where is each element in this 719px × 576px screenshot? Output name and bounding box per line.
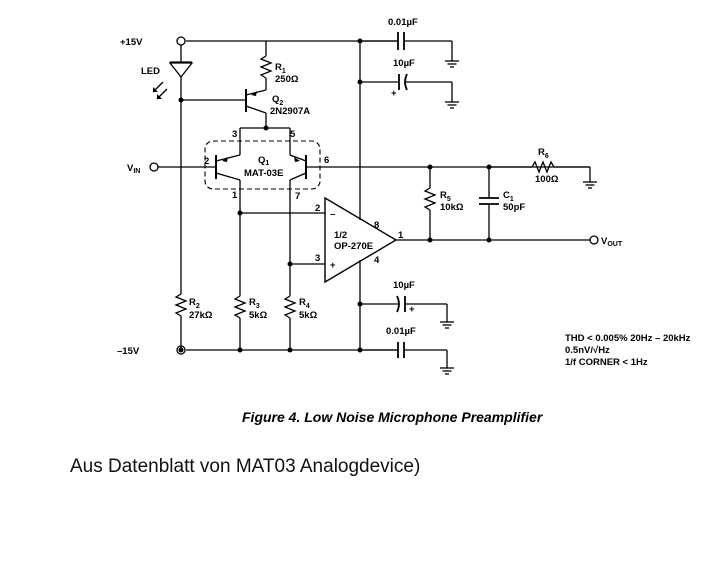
- svg-text:R4: R4: [299, 297, 310, 310]
- ground-icon: [445, 101, 459, 109]
- spec-noise: 0.5nV/√Hz: [565, 345, 610, 356]
- svg-text:3: 3: [232, 129, 237, 140]
- svg-text:+: +: [330, 260, 336, 271]
- svg-text:5: 5: [290, 129, 296, 140]
- op-amp-label-2: OP-270E: [334, 241, 373, 252]
- svg-text:R5: R5: [440, 190, 451, 203]
- resistor-r4: R4 5kΩ: [283, 295, 318, 353]
- cap-bot-ceramic-value: 0.01µF: [386, 326, 416, 337]
- r2-value: 27kΩ: [189, 310, 213, 321]
- resistor-r6: R6 100Ω: [489, 147, 591, 185]
- op-amp-label-1: 1/2: [334, 230, 347, 241]
- svg-text:–: –: [330, 209, 335, 220]
- svg-text:+: +: [409, 304, 415, 315]
- svg-text:2: 2: [315, 203, 320, 214]
- resistor-r1: R1 250Ω: [259, 41, 299, 90]
- op-amp: – + 1/2 OP-270E 2 3 8 4 1: [315, 196, 404, 284]
- capacitor-top-electrolytic: + 10µF: [360, 58, 453, 102]
- transistor-q1: Q1 MAT-03E 3 5 2 6 1 7: [204, 129, 329, 202]
- r5-value: 10kΩ: [440, 202, 464, 213]
- svg-text:Q2: Q2: [272, 94, 283, 107]
- q1-part: MAT-03E: [244, 168, 283, 179]
- svg-text:Q1: Q1: [258, 155, 269, 167]
- input-terminal: VIN: [127, 162, 216, 175]
- svg-text:R6: R6: [538, 147, 549, 160]
- svg-text:6: 6: [324, 155, 329, 166]
- schematic-diagram: +15V –15V LED R1 250Ω Q2 2N: [117, 17, 691, 425]
- spec-notes: THD < 0.005% 20Hz – 20kHz 0.5nV/√Hz 1/f …: [565, 333, 691, 368]
- neg-rail-label: –15V: [117, 346, 140, 357]
- svg-text:VIN: VIN: [127, 163, 140, 175]
- negative-rail: –15V: [117, 345, 398, 357]
- svg-text:8: 8: [374, 220, 379, 231]
- figure-caption: Figure 4. Low Noise Microphone Preamplif…: [242, 409, 544, 425]
- r3-value: 5kΩ: [249, 310, 268, 321]
- svg-text:VOUT: VOUT: [601, 236, 623, 248]
- ground-icon: [583, 181, 597, 189]
- capacitor-bottom-electrolytic: + 10µF: [360, 280, 448, 322]
- c1-value: 50pF: [503, 202, 525, 213]
- output-terminal: VOUT: [589, 235, 623, 248]
- pos-rail-label: +15V: [120, 37, 143, 48]
- positive-rail: +15V: [120, 36, 398, 48]
- r1-value: 250Ω: [275, 74, 299, 85]
- light-emission-icon: [152, 81, 168, 100]
- svg-text:7: 7: [295, 191, 300, 202]
- svg-text:+: +: [391, 88, 397, 99]
- led-label: LED: [141, 66, 160, 77]
- spec-thd: THD < 0.005% 20Hz – 20kHz: [565, 333, 691, 344]
- capacitor-c1: C1 50pF: [479, 167, 525, 240]
- ground-icon: [440, 321, 454, 329]
- ground-icon: [440, 367, 454, 375]
- capacitor-top-ceramic: 0.01µF: [360, 17, 453, 61]
- ground-icon: [445, 60, 459, 68]
- cap-top-elec-value: 10µF: [393, 58, 415, 69]
- svg-text:C1: C1: [503, 190, 514, 203]
- resistor-r2: R2 27kΩ: [174, 97, 213, 353]
- svg-text:R1: R1: [275, 62, 286, 75]
- svg-text:1: 1: [232, 190, 238, 201]
- spec-corner: 1/f CORNER < 1Hz: [565, 357, 648, 368]
- svg-text:R3: R3: [249, 297, 260, 310]
- svg-text:2: 2: [204, 156, 209, 167]
- r6-value: 100Ω: [535, 174, 559, 185]
- cap-bot-elec-value: 10µF: [393, 280, 415, 291]
- source-note: Aus Datenblatt von MAT03 Analogdevice): [70, 456, 421, 477]
- transistor-q2: Q2 2N2907A: [181, 89, 310, 128]
- resistor-r3: R3 5kΩ: [233, 295, 268, 353]
- svg-text:3: 3: [315, 253, 320, 264]
- cap-top-ceramic-value: 0.01µF: [388, 17, 418, 28]
- svg-text:4: 4: [374, 255, 380, 266]
- q2-part: 2N2907A: [270, 106, 310, 117]
- svg-text:R2: R2: [189, 297, 200, 310]
- pos-rail-terminal: [176, 36, 186, 46]
- capacitor-bottom-ceramic: 0.01µF: [360, 326, 448, 368]
- svg-text:1: 1: [398, 230, 404, 241]
- resistor-r5: R5 10kΩ: [423, 167, 464, 240]
- r4-value: 5kΩ: [299, 310, 318, 321]
- led: LED: [141, 45, 194, 100]
